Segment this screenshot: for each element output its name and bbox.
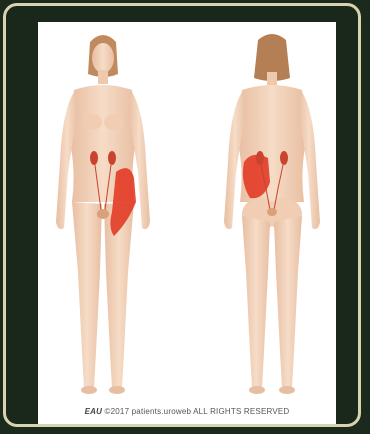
front-right-kidney <box>108 151 116 165</box>
anatomy-illustration <box>38 22 336 424</box>
copyright-caption: EAU ©2017 patients.uroweb ALL RIGHTS RES… <box>38 407 336 416</box>
back-left-kidney <box>256 151 264 165</box>
front-figure <box>56 35 150 394</box>
front-left-kidney <box>90 151 98 165</box>
eau-logo: EAU <box>85 407 103 416</box>
image-frame: EAU ©2017 patients.uroweb ALL RIGHTS RES… <box>3 3 361 427</box>
copyright-text: ©2017 patients.uroweb ALL RIGHTS RESERVE… <box>105 407 290 416</box>
back-right-kidney <box>280 151 288 165</box>
illustration-panel: EAU ©2017 patients.uroweb ALL RIGHTS RES… <box>38 22 336 424</box>
back-figure <box>224 34 320 394</box>
